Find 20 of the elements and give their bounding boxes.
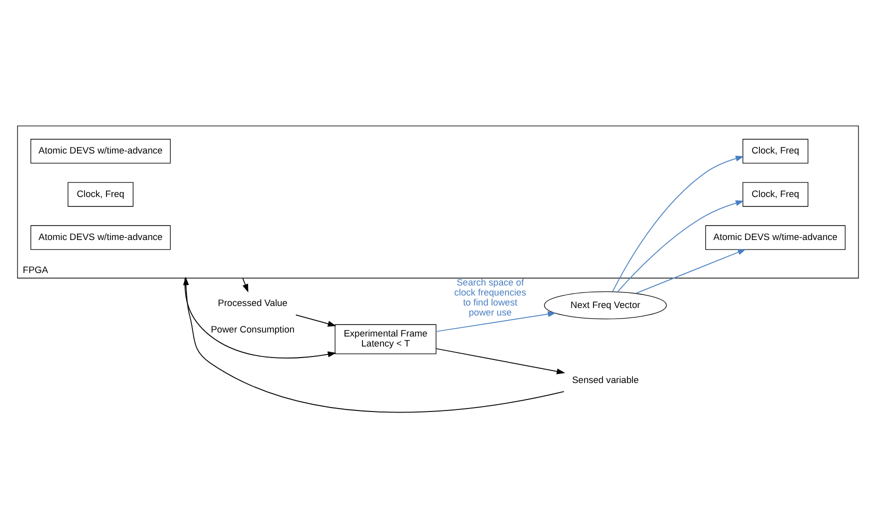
edge-label: Power Consumption: [210, 324, 294, 334]
arrow: [294, 314, 336, 326]
arrow: [182, 276, 564, 412]
arrow: [616, 200, 744, 292]
node-text: Sensed variable: [572, 374, 638, 384]
node-box: Experimental Frame Latency < T: [334, 324, 436, 354]
node-box: Clock, Freq: [67, 182, 133, 206]
arrow: [634, 248, 746, 294]
edge-label: Search space of clock frequencies to find lowest power use: [454, 277, 526, 317]
node-text: Processed Value: [217, 297, 288, 308]
arrow: [435, 348, 565, 374]
arrow: [612, 155, 744, 292]
node-box: Atomic DEVS w/time-advance: [30, 138, 170, 163]
node-box: Clock, Freq: [742, 138, 808, 163]
node-box: Atomic DEVS w/time-advance: [704, 224, 846, 250]
node-box: Clock, Freq: [742, 182, 808, 206]
arrow: [435, 310, 556, 332]
node-box: Atomic DEVS w/time-advance: [30, 224, 170, 250]
arrow: [184, 277, 336, 358]
arrow: [242, 277, 248, 292]
